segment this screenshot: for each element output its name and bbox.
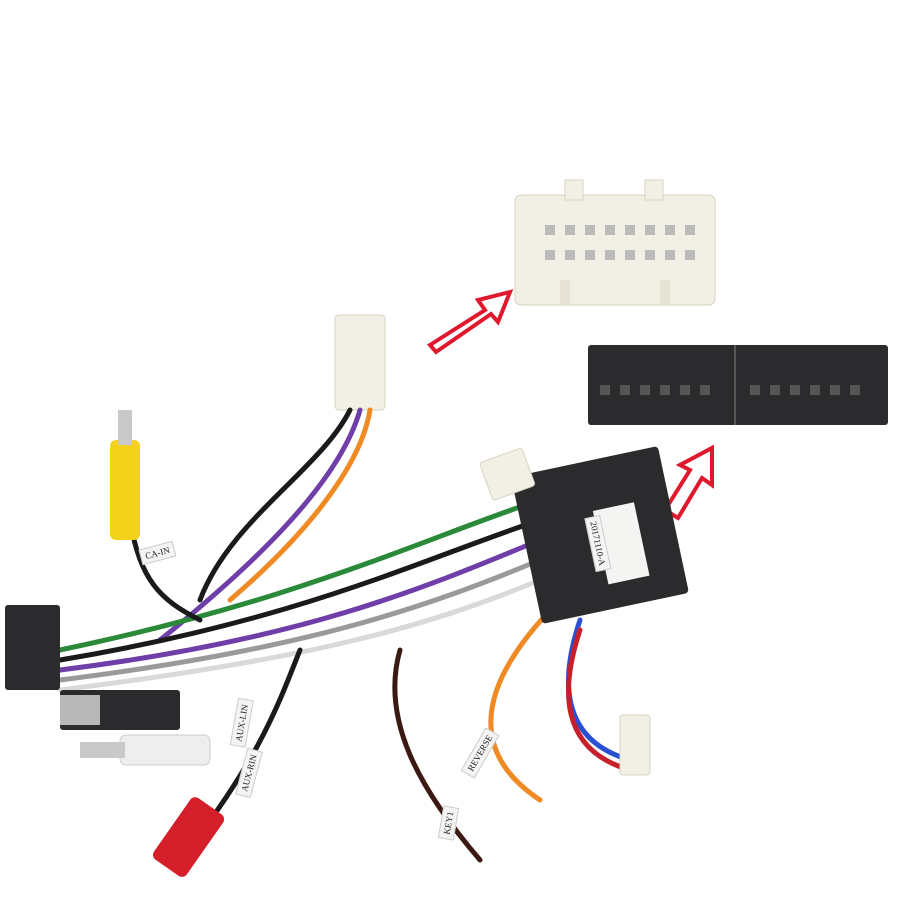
arrow-1 (426, 289, 514, 355)
black-connector-large (588, 345, 888, 425)
white-connector-mid (479, 448, 535, 501)
rca-red (153, 797, 225, 877)
white-connector-small (334, 314, 386, 411)
arrow-2 (662, 444, 714, 521)
rca-yellow (110, 440, 140, 540)
black-connector-left (5, 605, 60, 690)
white-connector-large (514, 179, 716, 306)
rca-white (119, 734, 211, 766)
white-connector-right (619, 714, 651, 776)
